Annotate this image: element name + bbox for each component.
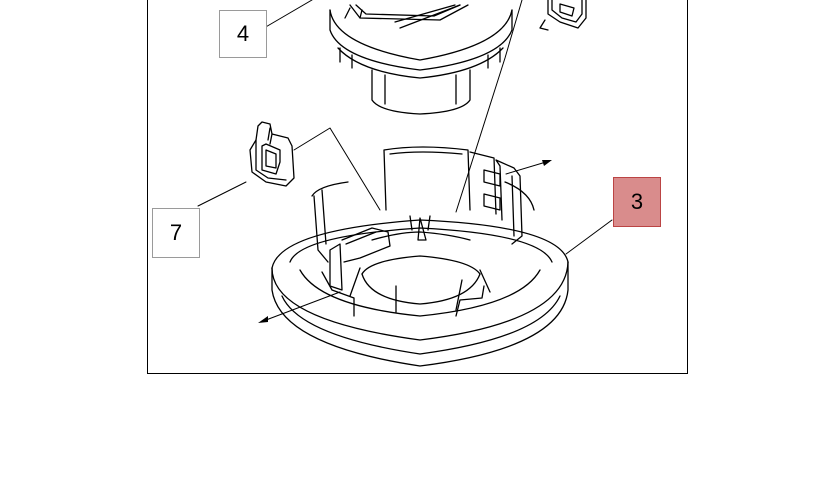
- callout-label-4: 4: [219, 10, 267, 58]
- diagram-frame: [147, 0, 688, 374]
- base-ring-part: [271, 146, 569, 367]
- callout-label-3-highlighted: 3: [613, 177, 661, 227]
- callout-text-4: 4: [236, 21, 250, 46]
- callout-text-7: 7: [169, 220, 183, 245]
- upper-cap-part: [329, 4, 513, 115]
- callout-text-3: 3: [630, 189, 644, 214]
- callout-label-7: 7: [152, 208, 200, 258]
- arrowheads: [258, 160, 552, 323]
- clip-part-7: [249, 121, 295, 187]
- upper-clip-part: [539, 0, 587, 31]
- leader-lines: [197, 0, 613, 321]
